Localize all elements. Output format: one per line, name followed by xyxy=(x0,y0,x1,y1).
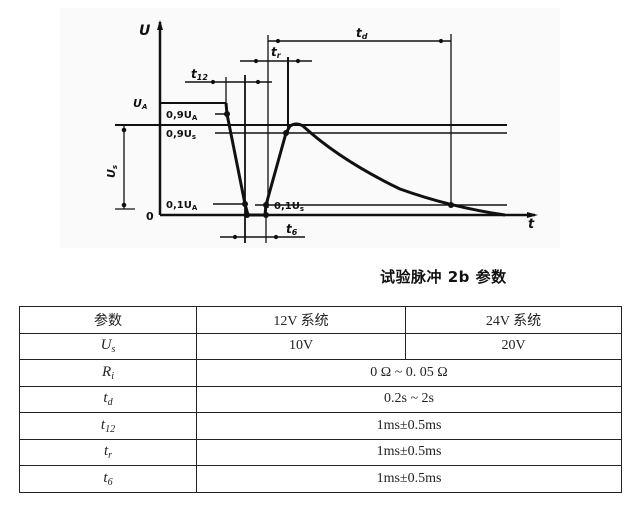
pulse-parameter-table: 参数 12V 系统 24V 系统 Us 10V 20V Ri 0 Ω ~ 0. … xyxy=(19,306,622,493)
pulse-diagram-background xyxy=(60,8,560,248)
time-dimensions xyxy=(185,38,451,240)
t6-label: t6 xyxy=(286,222,298,237)
table-row: td 0.2s ~ 2s xyxy=(19,385,622,413)
header-12v-system: 12V 系统 xyxy=(196,306,406,334)
construction-lines xyxy=(225,34,452,243)
param-ri: Ri xyxy=(19,359,197,387)
param-t6: t6 xyxy=(19,465,197,493)
param-tr: tr xyxy=(19,438,197,466)
table-row: Us 10V 20V xyxy=(19,332,622,360)
y-axis-arrow-icon xyxy=(157,20,163,30)
origin-label: 0 xyxy=(146,210,154,223)
p09us-label: 0,9Us xyxy=(166,129,196,141)
p01ua-label: 0,1UA xyxy=(166,200,198,212)
us-12v-value: 10V xyxy=(196,332,406,360)
us-dimension xyxy=(115,125,135,210)
ua-label: UA xyxy=(133,97,147,111)
pulse-waveform xyxy=(224,102,506,217)
table-row: tr 1ms±0.5ms xyxy=(19,438,622,466)
ri-value: 0 Ω ~ 0. 05 Ω xyxy=(196,359,622,387)
reference-lines xyxy=(115,102,507,206)
t12-label: t12 xyxy=(191,67,208,82)
us-24v-value: 20V xyxy=(405,332,622,360)
y-axis-label: U xyxy=(139,23,151,39)
td-label: td xyxy=(356,26,368,41)
pulse-2b-waveform-diagram: U t 0 UA 0,9UA 0,9Us 0,1UA 0,1Us Us t12 … xyxy=(105,20,538,243)
t12-value: 1ms±0.5ms xyxy=(196,412,622,440)
measurement-points xyxy=(224,111,454,218)
header-parameter: 参数 xyxy=(19,306,197,334)
table-header-row: 参数 12V 系统 24V 系统 xyxy=(19,306,622,334)
x-axis-label: t xyxy=(528,217,535,232)
tr-value: 1ms±0.5ms xyxy=(196,438,622,466)
tr-label: tr xyxy=(271,45,282,60)
p01us-label: 0,1Us xyxy=(274,201,304,213)
table-row: Ri 0 Ω ~ 0. 05 Ω xyxy=(19,359,622,387)
table-row: t12 1ms±0.5ms xyxy=(19,412,622,440)
param-us: Us xyxy=(19,332,197,360)
param-t12: t12 xyxy=(19,412,197,440)
t6-value: 1ms±0.5ms xyxy=(196,465,622,493)
td-value: 0.2s ~ 2s xyxy=(196,385,622,413)
header-24v-system: 24V 系统 xyxy=(405,306,622,334)
table-row: t6 1ms±0.5ms xyxy=(19,465,622,493)
param-td: td xyxy=(19,385,197,413)
axes xyxy=(157,20,538,218)
table-caption: 试验脉冲 2b 参数 xyxy=(380,268,507,286)
us-dimension-label: Us xyxy=(105,165,119,178)
p09ua-label: 0,9UA xyxy=(166,110,198,122)
x-axis-arrow-icon xyxy=(527,212,538,218)
